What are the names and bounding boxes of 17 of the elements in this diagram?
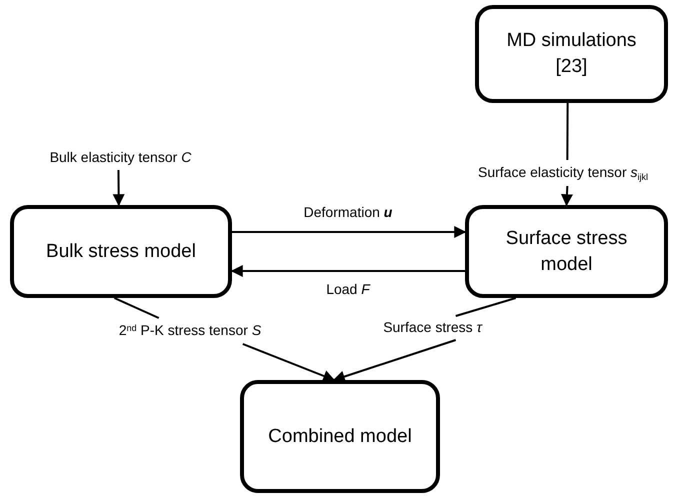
process-box: Combined model: [240, 380, 440, 493]
arrow: [112, 170, 125, 206]
text-label: Bulk elasticity tensor C: [18, 146, 223, 170]
process-box: MD simulations [23]: [475, 5, 668, 103]
arrow: [242, 343, 336, 382]
arrow: [230, 265, 465, 278]
arrow: [232, 226, 466, 238]
text-label: 2$^{nd}$ P-K stress tensor S: [70, 318, 310, 344]
text-label: Surface elasticity tensor s$_{ijkl}$: [455, 160, 671, 186]
connector-line: [566, 103, 569, 160]
connector-line: [455, 297, 516, 317]
process-box: Surface stress model: [465, 205, 668, 298]
connector-line: [114, 297, 160, 319]
text-label: Surface stress τ: [355, 316, 510, 340]
process-box: Bulk stress model: [10, 205, 232, 298]
arrow: [332, 339, 456, 382]
arrow: [560, 186, 573, 206]
